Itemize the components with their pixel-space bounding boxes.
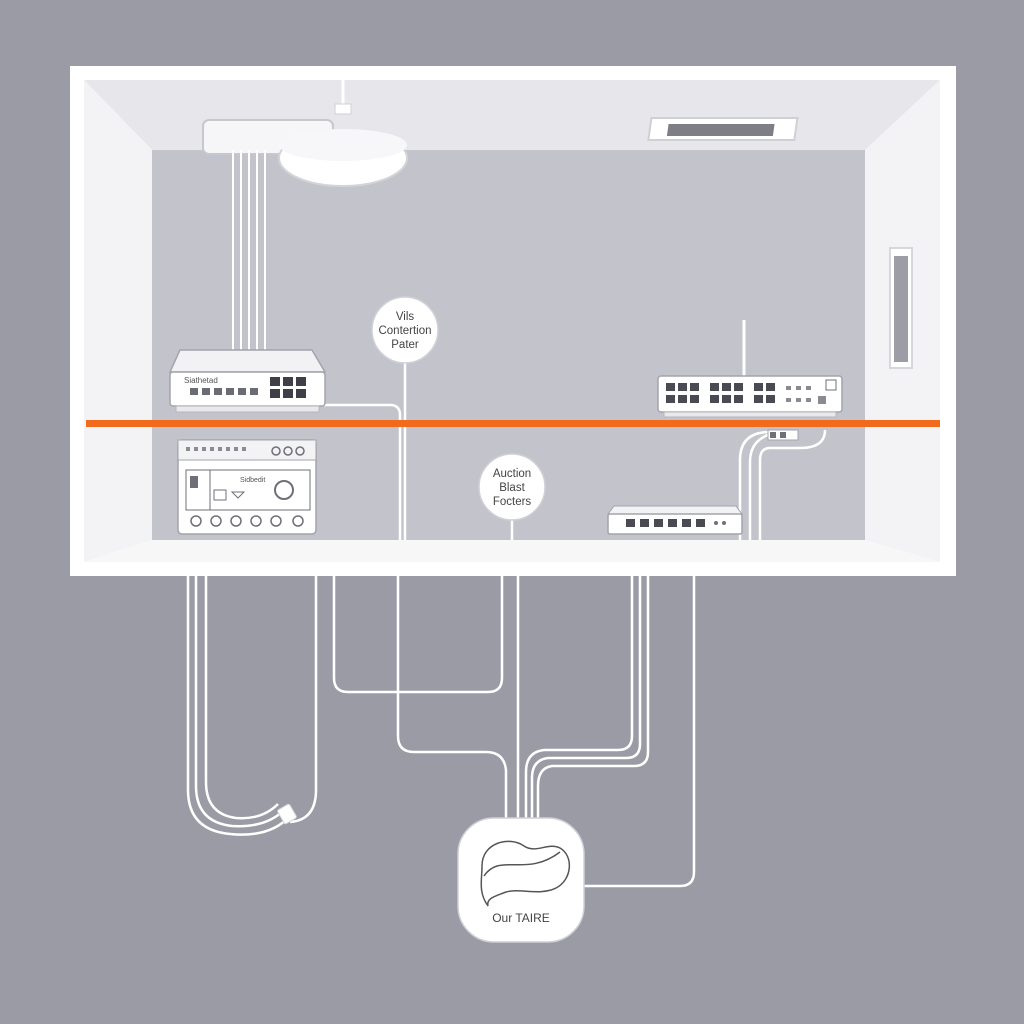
hub: Our TAIRE [457, 817, 585, 943]
left-wall [84, 80, 152, 562]
callout-center-line-3: Focters [493, 496, 532, 508]
callout-left-line-2: Contertion [378, 325, 431, 337]
network-switch-left: Siathetad [168, 349, 327, 413]
callout-left: Vils Contertion Pater [371, 296, 439, 364]
control-panel: Sidbedit [177, 439, 317, 535]
callout-center-line-2: Blast [499, 482, 525, 494]
floor [84, 540, 940, 562]
room-cables [290, 360, 827, 540]
wave-logo-icon [480, 840, 570, 907]
panel-label: Sidbedit [240, 477, 265, 484]
hub-label: Our TAIRE [492, 911, 550, 925]
callout-center-line-1: Auction [493, 468, 531, 480]
accent-line [86, 420, 940, 427]
callout-center: Auction Blast Focters [478, 453, 546, 521]
network-switch-small [607, 505, 743, 535]
ceiling-drop-cables [232, 150, 266, 352]
callout-left-line-1: Vils [396, 311, 415, 323]
switch-left-label: Siathetad [184, 376, 218, 385]
external-cables [186, 576, 696, 888]
ceiling-fixtures [202, 80, 408, 187]
callout-left-line-3: Pater [391, 339, 419, 351]
router-right [657, 320, 843, 441]
